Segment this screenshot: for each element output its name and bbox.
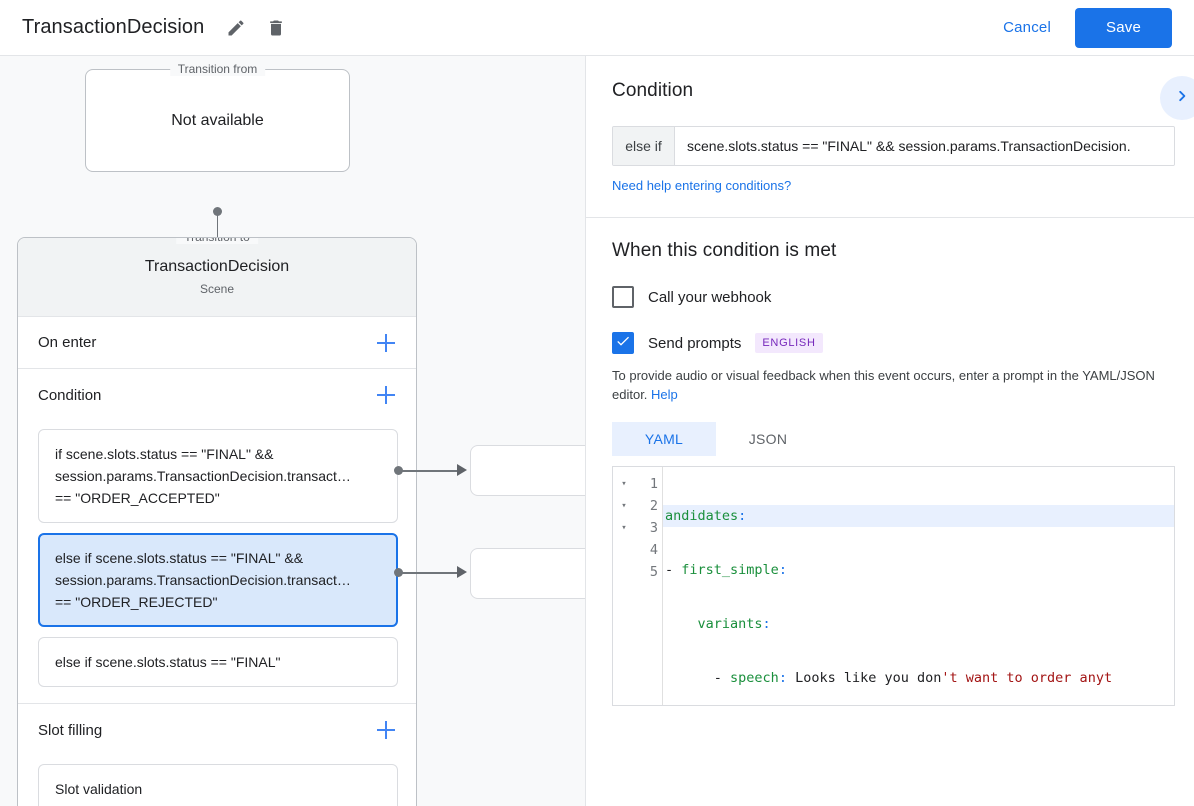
condition-help-link[interactable]: Need help entering conditions?	[612, 178, 792, 193]
condition-section: Condition else if Need help entering con…	[586, 56, 1194, 195]
tab-json[interactable]: JSON	[748, 431, 788, 447]
fold-toggle-icon[interactable]: ▾	[621, 523, 627, 533]
code-line[interactable]: - first_simple:	[665, 562, 787, 578]
transition-from-node[interactable]: Transition from Not available	[85, 62, 350, 172]
condition-line: if scene.slots.status == "FINAL" &&	[55, 446, 274, 462]
editor-line-numbers: 1 2 3 4 5	[635, 467, 663, 705]
chevron-right-icon	[1171, 85, 1193, 112]
scene-header: TransactionDecision Scene	[18, 238, 416, 317]
language-badge: ENGLISH	[755, 333, 823, 353]
editor-fold-gutter[interactable]: ▾ ▾ ▾	[613, 467, 635, 705]
section-divider	[586, 217, 1194, 218]
prompts-description-text: To provide audio or visual feedback when…	[612, 368, 1155, 402]
webhook-row[interactable]: Call your webhook	[612, 286, 1168, 308]
transition-target-node[interactable]	[470, 548, 586, 599]
connector-dot	[394, 568, 403, 577]
scene-name: TransactionDecision	[144, 258, 290, 275]
section-slot-filling[interactable]: Slot filling	[18, 704, 416, 756]
section-on-enter[interactable]: On enter	[18, 317, 416, 369]
connector-arrowhead	[457, 464, 467, 476]
code-line[interactable]: andidates:	[663, 505, 1174, 527]
send-prompts-row[interactable]: Send prompts ENGLISH	[612, 332, 1168, 354]
condition-prefix-label: else if	[613, 127, 675, 165]
condition-details-panel: Condition else if Need help entering con…	[586, 56, 1194, 806]
when-met-title: When this condition is met	[612, 240, 837, 261]
scene-graph-canvas[interactable]: Transition from Not available Transition…	[0, 56, 586, 806]
transition-target-node[interactable]	[470, 445, 586, 496]
add-slot-filling-icon[interactable]	[374, 718, 398, 742]
send-prompts-label: Send prompts	[648, 334, 742, 352]
line-number: 3	[649, 520, 658, 536]
slot-filling-list: Slot validation	[18, 756, 416, 806]
transition-from-legend: Transition from	[169, 62, 266, 76]
slot-filling-item[interactable]: Slot validation	[38, 764, 398, 806]
condition-line: session.params.TransactionDecision.trans…	[55, 572, 351, 588]
section-on-enter-label: On enter	[38, 334, 97, 351]
slot-filling-line: Slot validation	[55, 781, 143, 797]
condition-expression-input[interactable]	[675, 127, 1174, 165]
prompts-help-link[interactable]: Help	[651, 387, 678, 402]
call-webhook-label: Call your webhook	[648, 288, 772, 306]
condition-item[interactable]: if scene.slots.status == "FINAL" && sess…	[38, 429, 398, 523]
top-app-bar: TransactionDecision Cancel Save	[0, 0, 1194, 56]
tab-yaml[interactable]: YAML	[612, 422, 716, 456]
trash-icon	[266, 18, 286, 38]
condition-panel-title: Condition	[612, 80, 694, 101]
add-condition-icon[interactable]	[374, 383, 398, 407]
section-condition[interactable]: Condition	[18, 369, 416, 421]
connector-line	[399, 470, 461, 472]
condition-line: == "ORDER_ACCEPTED"	[55, 490, 220, 506]
code-line[interactable]: variants:	[697, 616, 771, 632]
condition-line: else if scene.slots.status == "FINAL"	[55, 654, 281, 670]
editor-format-tabs[interactable]: YAML JSON	[612, 422, 1168, 456]
condition-line: session.params.TransactionDecision.trans…	[55, 468, 351, 484]
prompts-description: To provide audio or visual feedback when…	[612, 366, 1172, 404]
line-number: 5	[649, 564, 658, 580]
condition-line: == "ORDER_REJECTED"	[55, 594, 218, 610]
expand-panel-button[interactable]	[1160, 76, 1194, 120]
condition-expression-row[interactable]: else if	[612, 126, 1175, 166]
section-condition-label: Condition	[38, 386, 102, 404]
line-number: 2	[649, 498, 658, 514]
section-divider	[18, 703, 416, 704]
transition-from-title: Not available	[171, 111, 264, 129]
edit-name-button[interactable]	[218, 10, 254, 46]
code-editor[interactable]: ▾ ▾ ▾ 1 2 3 4 5 andidates: - first_simpl…	[612, 466, 1175, 706]
checkmark-icon	[615, 333, 631, 354]
condition-item[interactable]: else if scene.slots.status == "FINAL"	[38, 637, 398, 687]
delete-button[interactable]	[258, 10, 294, 46]
when-condition-met-section: When this condition is met Call your web…	[586, 218, 1194, 706]
section-slot-filling-label: Slot filling	[38, 721, 103, 739]
call-webhook-checkbox[interactable]	[612, 286, 634, 308]
pencil-icon	[226, 18, 246, 38]
fold-toggle-icon[interactable]: ▾	[621, 479, 627, 489]
condition-item-selected[interactable]: else if scene.slots.status == "FINAL" &&…	[38, 533, 398, 627]
save-button[interactable]: Save	[1075, 7, 1172, 48]
connector-dot	[394, 466, 403, 475]
code-line[interactable]: - speech: Looks like you don't want to o…	[665, 670, 1113, 686]
page-title: TransactionDecision	[22, 16, 205, 38]
line-number: 1	[649, 476, 658, 492]
cancel-button[interactable]: Cancel	[989, 11, 1065, 44]
condition-line: else if scene.slots.status == "FINAL" &&	[55, 550, 304, 566]
transition-to-legend: Transition to	[176, 238, 258, 244]
connector-line	[399, 572, 461, 574]
panel-divider	[585, 56, 586, 806]
connector-arrowhead	[457, 566, 467, 578]
fold-toggle-icon[interactable]: ▾	[621, 501, 627, 511]
transition-to-node[interactable]: Transition to TransactionDecision Scene …	[17, 237, 417, 806]
add-on-enter-icon[interactable]	[374, 331, 398, 355]
editor-code-area[interactable]: andidates: - first_simple: variants: - s…	[663, 467, 1174, 705]
scene-kind: Scene	[199, 282, 235, 296]
condition-list: if scene.slots.status == "FINAL" && sess…	[18, 421, 416, 703]
send-prompts-checkbox[interactable]	[612, 332, 634, 354]
line-number: 4	[649, 542, 658, 558]
